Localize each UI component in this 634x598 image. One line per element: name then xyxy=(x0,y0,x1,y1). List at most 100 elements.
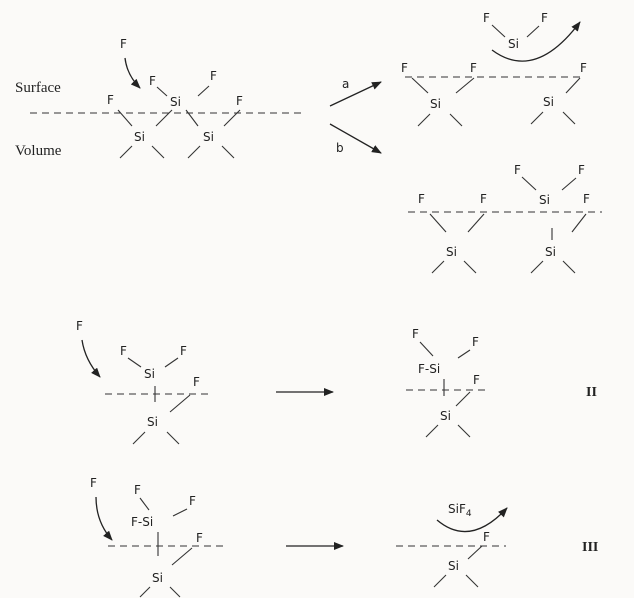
f-atom: F xyxy=(120,344,127,358)
bond xyxy=(449,113,463,127)
bond xyxy=(172,508,188,517)
path-b-product: F F Si F F F Si Si xyxy=(408,163,602,274)
incoming-f-arrow xyxy=(95,496,113,541)
bond xyxy=(561,177,577,191)
f-atom: F xyxy=(401,61,408,75)
f-atom: F xyxy=(473,373,480,387)
bond xyxy=(187,145,201,159)
bond xyxy=(491,24,506,38)
bond xyxy=(571,213,587,233)
f-atom: F xyxy=(189,494,196,508)
desorption-arrow xyxy=(436,507,508,533)
incoming-f-atom: F xyxy=(76,319,83,333)
f-atom: F xyxy=(149,74,156,88)
si-atom: Si xyxy=(446,245,457,259)
si-atom: Si xyxy=(543,95,554,109)
f-atom: F xyxy=(107,93,114,107)
path-a-product: F F Si F F F Si Si xyxy=(401,11,587,127)
bond xyxy=(221,145,235,159)
bond xyxy=(433,574,447,588)
f-atom: F xyxy=(236,94,243,108)
incoming-f-atom: F xyxy=(120,37,127,51)
f-atom: F xyxy=(578,163,585,177)
f-atom: F xyxy=(412,327,419,341)
bond xyxy=(530,260,544,274)
path-a-arrow xyxy=(329,81,382,107)
si-atom: Si xyxy=(134,130,145,144)
bond xyxy=(565,77,581,94)
surface-label: Surface xyxy=(15,80,61,96)
f-atom: F xyxy=(180,344,187,358)
incoming-f-arrow xyxy=(81,339,101,378)
bond xyxy=(169,586,181,598)
f-atom: F xyxy=(483,530,490,544)
f-atom: F xyxy=(514,163,521,177)
f-atom: F xyxy=(193,375,200,389)
sif4-molecule: SiF4 xyxy=(448,502,472,519)
bond xyxy=(117,109,133,127)
bond xyxy=(562,111,576,125)
f-atom: F xyxy=(580,61,587,75)
bond xyxy=(171,547,193,566)
f-atom: F xyxy=(418,192,425,206)
si-atom: Si xyxy=(545,245,556,259)
bond xyxy=(169,394,191,413)
bond xyxy=(457,424,471,438)
volume-label: Volume xyxy=(15,143,62,159)
path-a-label: a xyxy=(342,77,349,91)
bond xyxy=(457,349,471,359)
row1-initial-structure: Surface Volume F F F Si F F Si Si xyxy=(15,37,305,159)
bond xyxy=(411,77,429,94)
bond xyxy=(431,260,445,274)
bond xyxy=(156,86,168,97)
si-atom: Si xyxy=(448,559,459,573)
f-atom: F xyxy=(210,69,217,83)
bond xyxy=(151,145,165,159)
row2-reactant: F F F Si F Si xyxy=(76,319,212,445)
bond xyxy=(419,341,434,357)
bond xyxy=(127,357,142,368)
si-atom: Si xyxy=(440,409,451,423)
f-atom: F xyxy=(483,11,490,25)
f-atom: F xyxy=(480,192,487,206)
bond xyxy=(463,260,477,274)
bond xyxy=(197,85,210,97)
f-si-group: F-Si xyxy=(131,515,153,529)
desorption-arrow xyxy=(491,21,581,62)
bond xyxy=(132,431,146,445)
row2-product: F F F-Si F Si xyxy=(406,327,488,438)
row3-product: SiF4 F Si xyxy=(396,502,508,588)
si-atom: Si xyxy=(539,193,550,207)
bond xyxy=(139,497,150,511)
f-atom: F xyxy=(472,335,479,349)
bond xyxy=(467,213,485,233)
bond xyxy=(139,586,151,598)
path-b-label: b xyxy=(336,141,344,155)
bond xyxy=(155,109,173,127)
reaction-step-3-label: III xyxy=(582,540,598,555)
bond xyxy=(164,357,179,368)
f-atom: F xyxy=(541,11,548,25)
bond xyxy=(521,176,537,191)
bond xyxy=(562,260,576,274)
si-atom: Si xyxy=(170,95,181,109)
f-atom: F xyxy=(470,61,477,75)
incoming-f-arrow xyxy=(124,57,141,89)
f-atom: F xyxy=(583,192,590,206)
bond xyxy=(526,25,540,38)
si-atom: Si xyxy=(147,415,158,429)
si-atom: Si xyxy=(203,130,214,144)
bond xyxy=(166,431,180,445)
path-b-arrow xyxy=(329,123,382,154)
bond xyxy=(530,111,544,125)
incoming-f-atom: F xyxy=(90,476,97,490)
bond xyxy=(119,145,133,159)
f-atom: F xyxy=(134,483,141,497)
si-atom: Si xyxy=(152,571,163,585)
bond xyxy=(185,109,199,127)
reaction-step-2-label: II xyxy=(586,385,597,400)
bond xyxy=(425,424,439,438)
bond xyxy=(455,391,471,407)
